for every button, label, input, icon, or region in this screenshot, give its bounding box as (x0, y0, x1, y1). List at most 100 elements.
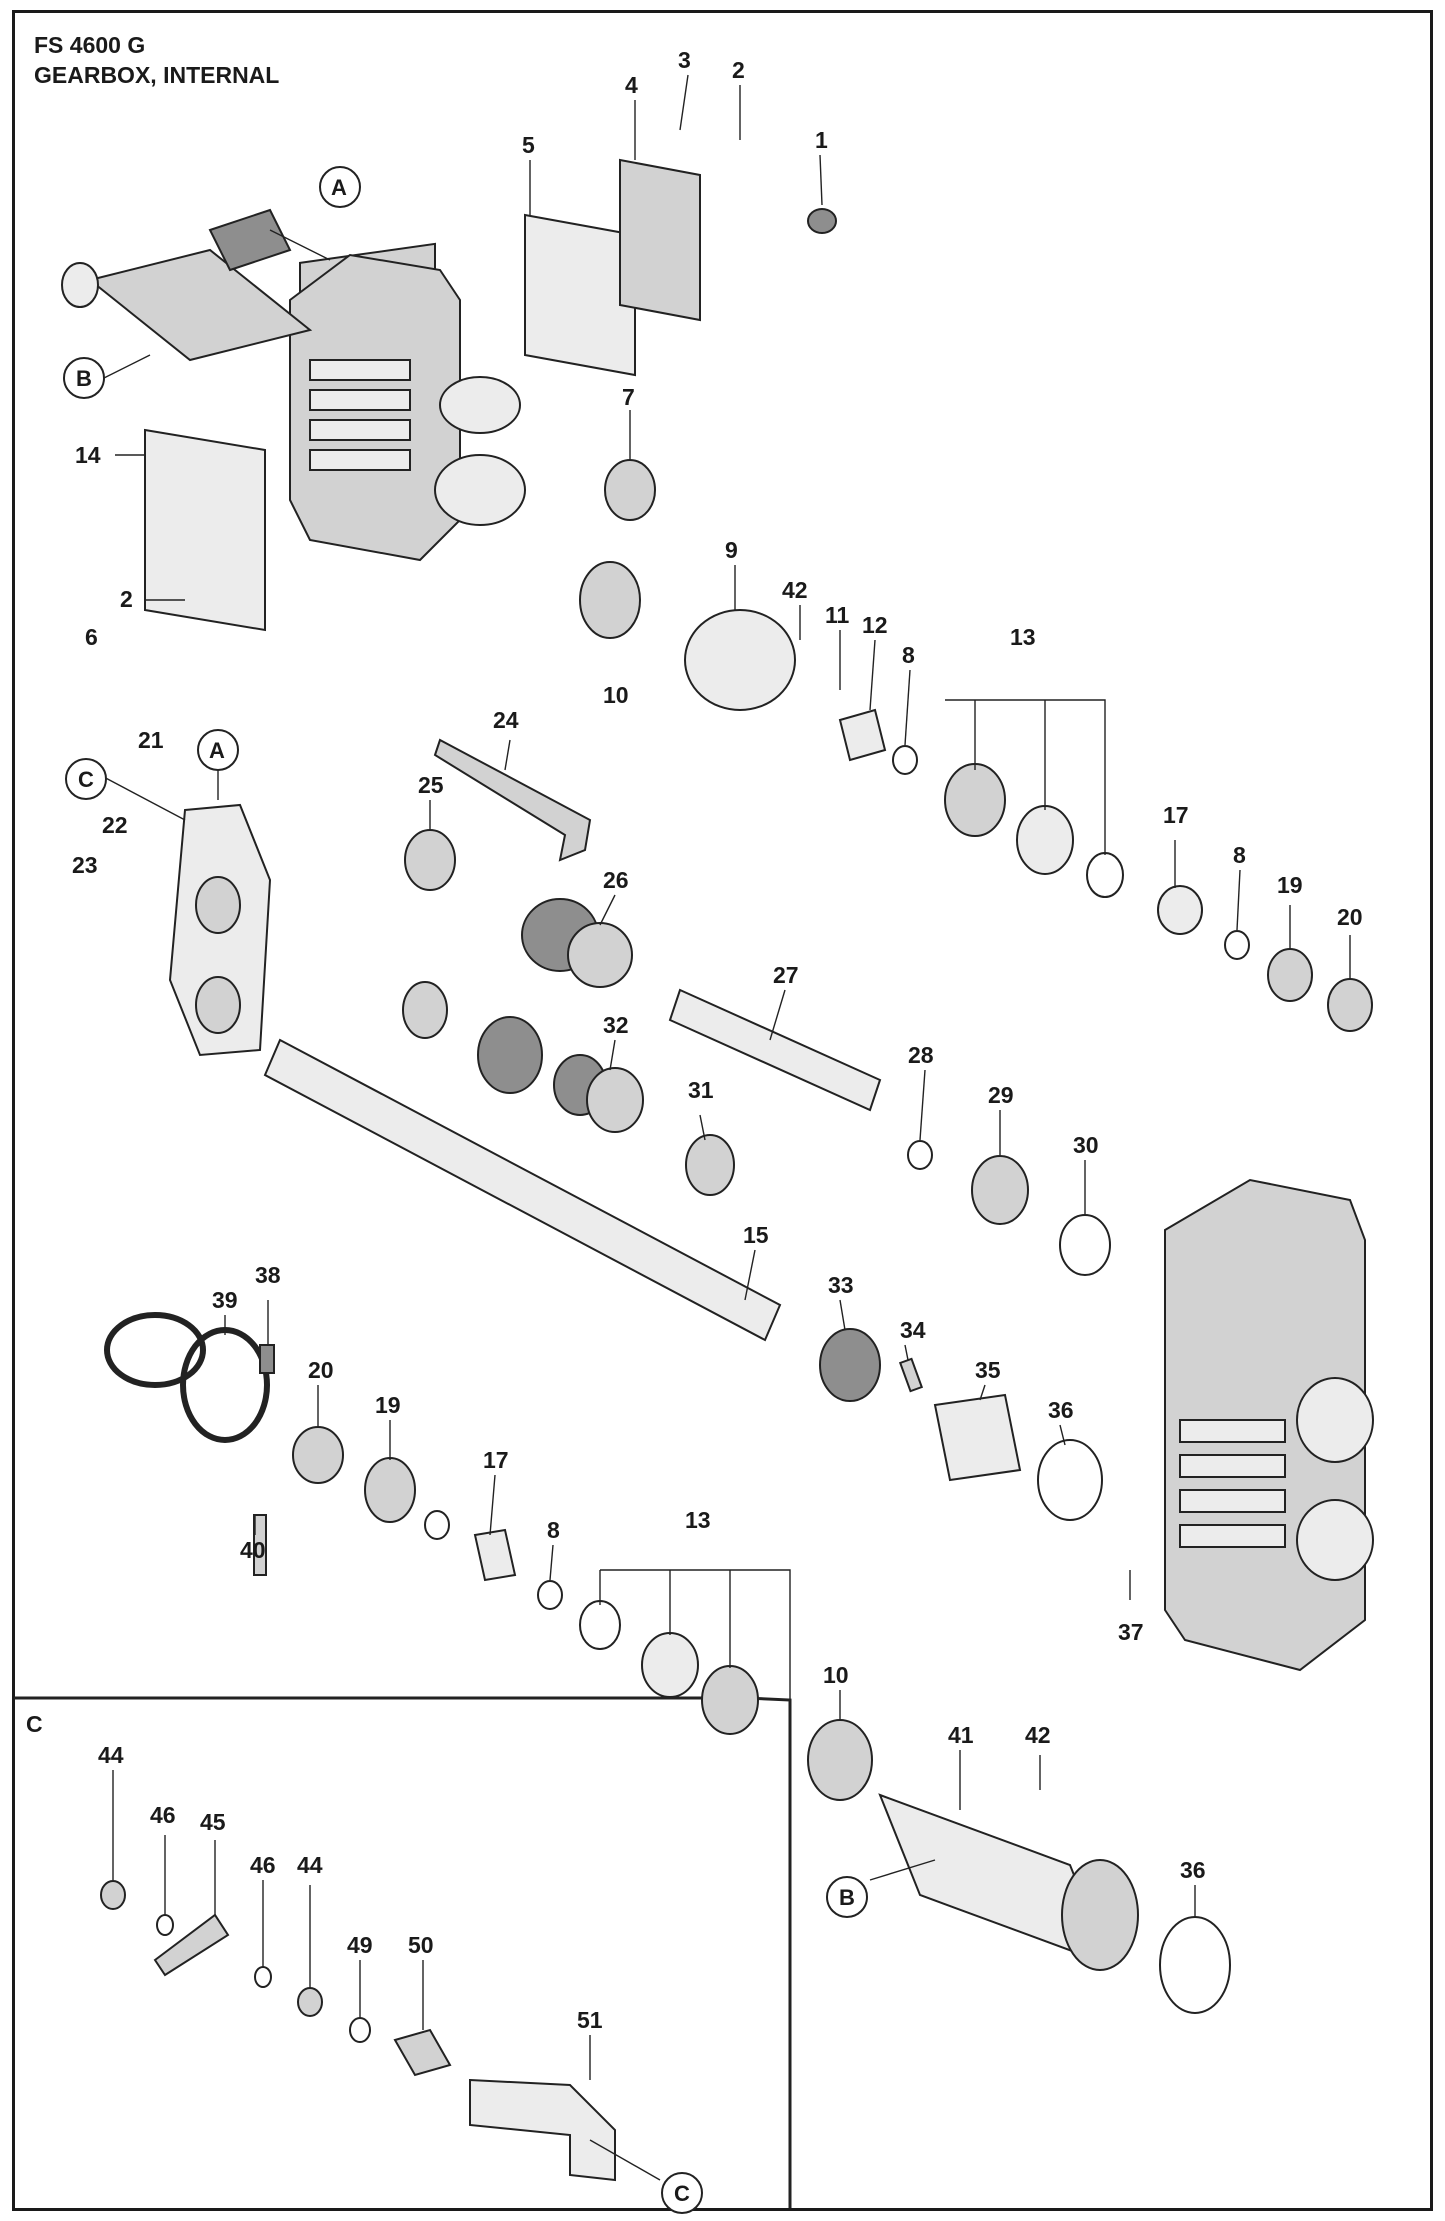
ring-8-top (892, 745, 918, 775)
label-20: 20 (1337, 904, 1363, 930)
label-36: 36 (1180, 1857, 1206, 1883)
bushing-50 (393, 2028, 452, 2077)
snap-ring-28 (907, 1140, 933, 1170)
bearing-10-top (579, 561, 641, 639)
nut-19-bottom (364, 1457, 416, 1523)
label-2: 2 (732, 57, 745, 83)
label-44: 44 (297, 1852, 323, 1878)
label-17: 17 (1163, 802, 1189, 828)
label-8: 8 (1233, 842, 1246, 868)
label-39: 39 (212, 1287, 238, 1313)
label-19: 19 (375, 1392, 401, 1418)
callout-a-top: A (319, 166, 361, 208)
label-1: 1 (815, 127, 828, 153)
label-17: 17 (483, 1447, 509, 1473)
label-23: 23 (72, 852, 98, 878)
label-21: 21 (138, 727, 164, 753)
flange-9 (684, 609, 796, 711)
bolt-40 (253, 1514, 267, 1576)
cap-1 (807, 208, 837, 234)
label-42: 42 (782, 577, 808, 603)
part-number-labels: 3 2 4 1 5 7 14 2 6 9 42 11 12 8 13 10 24… (72, 47, 1363, 2033)
sleeve-35 (933, 1393, 1022, 1482)
label-19: 19 (1277, 872, 1303, 898)
seal-7 (604, 459, 656, 521)
svg-text:A: A (209, 738, 225, 763)
svg-text:C: C (674, 2181, 690, 2206)
gasket-5 (524, 213, 636, 377)
label-41: 41 (948, 1722, 974, 1748)
gear-cluster-32 (477, 1016, 543, 1094)
label-22: 22 (102, 812, 128, 838)
bearing-25 (404, 829, 456, 891)
label-14: 14 (75, 442, 101, 468)
shaft-27 (668, 988, 882, 1112)
label-15: 15 (743, 1222, 769, 1248)
bearing-44-right (297, 1987, 323, 2017)
bearing-29 (971, 1155, 1029, 1225)
label-20: 20 (308, 1357, 334, 1383)
nut-38 (259, 1344, 275, 1374)
sleeve-12 (838, 708, 887, 762)
label-9: 9 (725, 537, 738, 563)
washer-46-left (156, 1914, 174, 1936)
svg-text:A: A (331, 175, 347, 200)
frame-4 (619, 158, 701, 322)
label-8: 8 (547, 1517, 560, 1543)
callouts: A B C A B C (63, 166, 868, 2214)
label-13: 13 (1010, 624, 1036, 650)
ring-13-top (1086, 852, 1124, 898)
label-25: 25 (418, 772, 444, 798)
label-31: 31 (688, 1077, 714, 1103)
mounting-bracket (208, 208, 292, 272)
shift-fork-24 (433, 738, 592, 862)
callout-a-mid: A (197, 729, 239, 771)
label-4: 4 (625, 72, 638, 98)
inset-border (14, 1696, 792, 2208)
label-6: 6 (85, 624, 98, 650)
label-35: 35 (975, 1357, 1001, 1383)
label-11: 11 (825, 602, 850, 628)
section-title: GEARBOX, INTERNAL (34, 62, 280, 88)
seal-20-bottom (292, 1426, 344, 1484)
tube-41-flange (1061, 1859, 1139, 1971)
label-5: 5 (522, 132, 535, 158)
ring-13-bottom (579, 1600, 621, 1650)
bracket-51 (469, 2078, 616, 2182)
o-ring-36-mid (1037, 1439, 1103, 1521)
label-2: 2 (120, 586, 133, 612)
key-34 (898, 1357, 924, 1393)
cover-plate-14 (144, 428, 266, 632)
title-block: FS 4600 G GEARBOX, INTERNAL (34, 30, 279, 90)
label-33: 33 (828, 1272, 854, 1298)
ring-8-mid (1224, 930, 1250, 960)
label-10: 10 (823, 1662, 849, 1688)
bearing-13-top (944, 763, 1006, 837)
label-49: 49 (347, 1932, 373, 1958)
lever-45 (153, 1913, 230, 1977)
label-37: 37 (1118, 1619, 1144, 1645)
washer-46-right (254, 1966, 272, 1988)
sleeve-17-bottom (473, 1528, 517, 1582)
label-34: 34 (900, 1317, 926, 1343)
label-36: 36 (1048, 1397, 1074, 1423)
bearing-mid-left (402, 981, 448, 1039)
label-38: 38 (255, 1262, 281, 1288)
label-51: 51 (577, 2007, 603, 2033)
gearbox-housing-bottom (1164, 1178, 1374, 1672)
inset-label: C (26, 1711, 43, 1737)
gear-33 (819, 1328, 881, 1402)
bearing-10-bottom (807, 1719, 873, 1801)
svg-text:B: B (839, 1885, 855, 1910)
callout-b-bottom: B (826, 1876, 868, 1918)
clamp-39 (180, 1327, 270, 1443)
label-30: 30 (1073, 1132, 1099, 1158)
label-27: 27 (773, 962, 799, 988)
label-44: 44 (98, 1742, 124, 1768)
ring-8-bottom (537, 1580, 563, 1610)
label-7: 7 (622, 384, 635, 410)
leader-lines (99, 74, 1351, 2181)
callout-b-top: B (63, 357, 105, 399)
label-40: 40 (240, 1537, 266, 1563)
